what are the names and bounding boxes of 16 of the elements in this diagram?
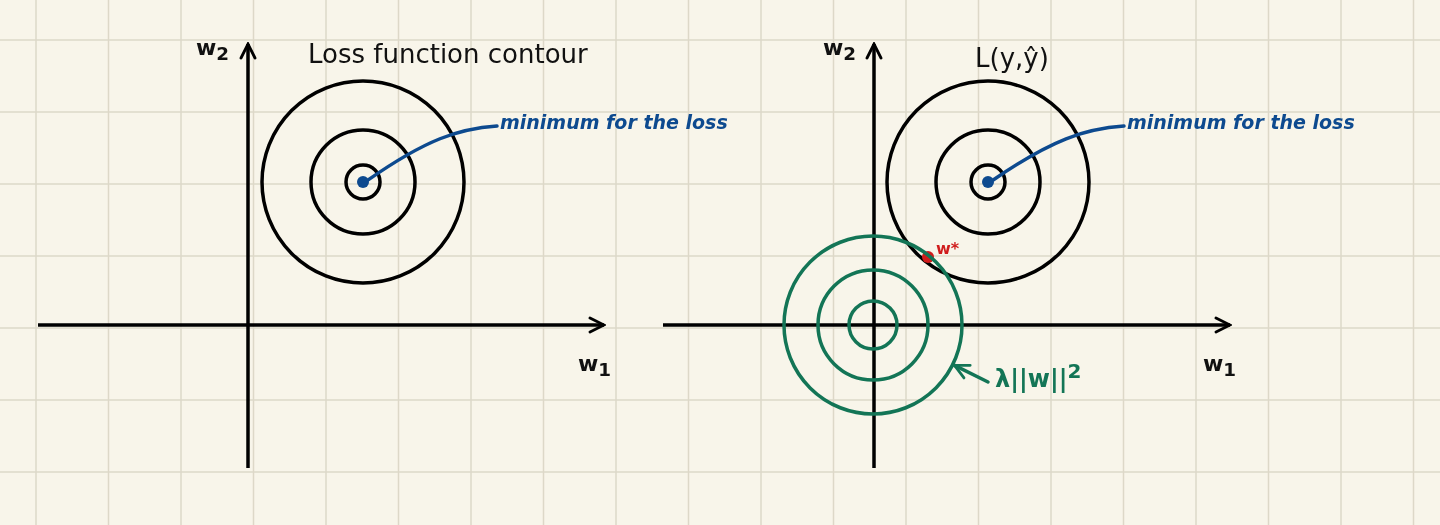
arrow bbox=[952, 363, 990, 384]
minimum-point bbox=[357, 176, 369, 188]
function-label: L(y,ŷ) bbox=[975, 44, 1049, 73]
axis-label: w$_{1}$ bbox=[578, 352, 612, 381]
annotation-text: minimum for the loss bbox=[1127, 112, 1355, 133]
annotation-text: minimum for the loss bbox=[500, 112, 728, 133]
axis-label: w$_{1}$ bbox=[1203, 352, 1237, 381]
annotation-text: λ||w||$^{2}$ bbox=[995, 360, 1082, 393]
chart-title: Loss function contour bbox=[308, 40, 588, 69]
leader-line bbox=[991, 124, 1126, 182]
axis-label: w$_{2}$ bbox=[823, 36, 857, 65]
axis-label: w$_{2}$ bbox=[196, 36, 230, 65]
regularization-contour-circle bbox=[782, 234, 964, 416]
leader-line bbox=[366, 124, 499, 182]
minimum-point bbox=[982, 176, 994, 188]
point-label: w* bbox=[936, 240, 960, 258]
